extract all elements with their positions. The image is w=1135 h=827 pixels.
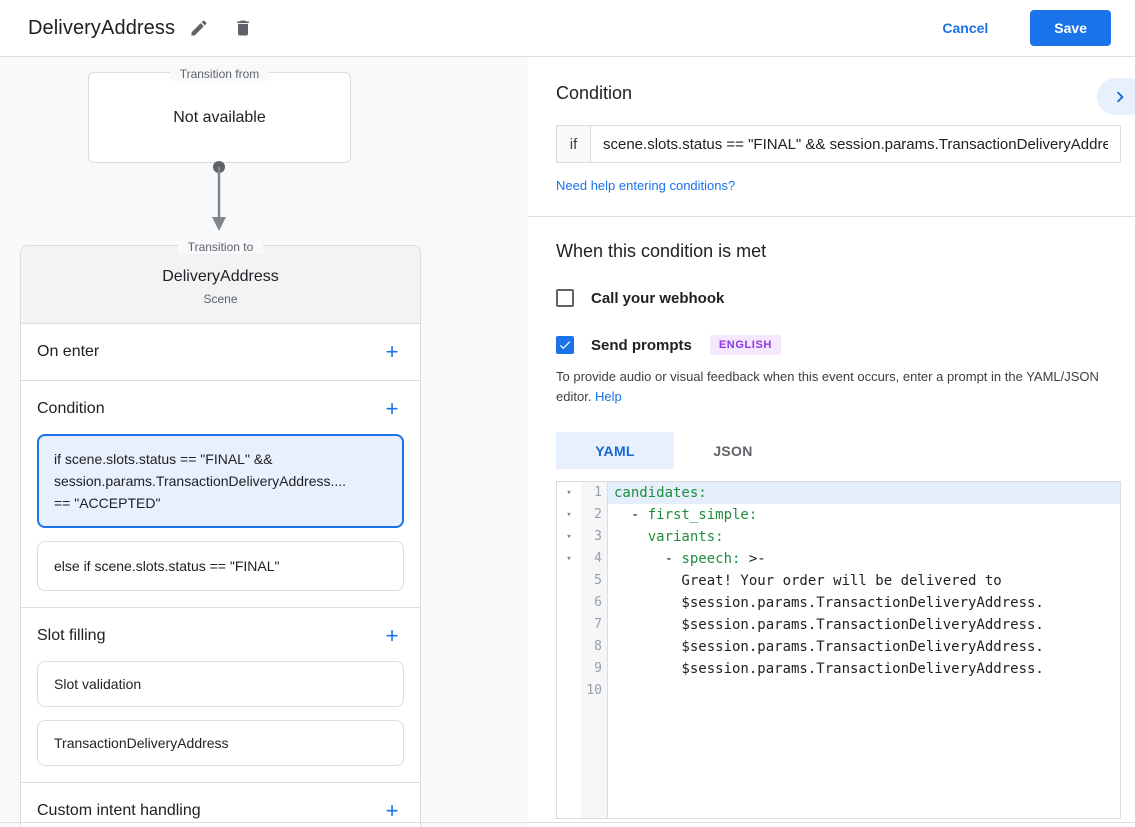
slot-card[interactable]: Slot validation — [37, 661, 404, 707]
add-custom-intent-button[interactable]: + — [380, 799, 404, 823]
condition-card[interactable]: else if scene.slots.status == "FINAL" — [37, 541, 404, 591]
fold-arrow-icon[interactable]: ▾ — [566, 554, 572, 564]
fold-gutter-cell — [557, 614, 581, 636]
code-line[interactable]: $session.params.TransactionDeliveryAddre… — [614, 595, 1044, 611]
line-number: 8 — [594, 639, 602, 654]
condition-expression-input[interactable] — [590, 125, 1121, 163]
scene-name: DeliveryAddress — [162, 268, 279, 285]
scene-subtitle: Scene — [203, 292, 238, 306]
line-number: 7 — [594, 617, 602, 632]
line-number: 3 — [594, 529, 602, 544]
trash-icon — [233, 18, 253, 38]
condition-section-label: Condition — [37, 400, 105, 417]
editor-fold-gutter[interactable]: ▾ ▾ ▾ ▾ — [557, 482, 581, 818]
send-prompts-checkbox[interactable] — [556, 336, 574, 354]
pencil-icon — [189, 18, 209, 38]
when-met-heading: When this condition is met — [556, 241, 767, 261]
code-line[interactable]: Great! Your order will be delivered to — [614, 573, 1002, 589]
prompts-description: To provide audio or visual feedback when… — [556, 369, 1099, 404]
code-line[interactable]: variants: — [647, 529, 724, 545]
add-on-enter-button[interactable]: + — [380, 340, 404, 364]
if-label: if — [556, 125, 590, 163]
page-title: DeliveryAddress — [28, 16, 176, 39]
line-number: 9 — [594, 661, 602, 676]
fold-arrow-icon[interactable]: ▾ — [566, 532, 572, 542]
page-bottom-divider — [0, 822, 1135, 823]
send-prompts-label: Send prompts — [591, 336, 692, 354]
line-number: 10 — [586, 683, 602, 698]
topbar: DeliveryAddress Cancel Save — [0, 0, 1135, 57]
fold-gutter-cell — [557, 680, 581, 702]
transition-from-box: Transition from Not available — [88, 67, 351, 163]
condition-help-link[interactable]: Need help entering conditions? — [556, 178, 736, 193]
webhook-row: Call your webhook — [556, 289, 1121, 307]
fold-gutter-cell — [557, 592, 581, 614]
section-divider — [528, 216, 1135, 217]
webhook-label: Call your webhook — [591, 289, 725, 307]
webhook-checkbox[interactable] — [556, 289, 574, 307]
line-number: 6 — [594, 595, 602, 610]
cancel-button[interactable]: Cancel — [926, 12, 1004, 44]
transition-from-value: Not available — [173, 108, 266, 126]
scene-header[interactable]: DeliveryAddress Scene — [21, 246, 420, 324]
line-number: 2 — [594, 507, 602, 522]
help-link[interactable]: Help — [595, 389, 622, 404]
code-line[interactable] — [608, 680, 1120, 702]
check-icon — [558, 338, 572, 352]
code-line[interactable]: - speech: >- — [614, 551, 766, 567]
flow-panel: Transition from Not available Transition… — [0, 57, 528, 827]
language-badge: ENGLISH — [709, 335, 781, 355]
fold-gutter-cell — [557, 636, 581, 658]
condition-card[interactable]: if scene.slots.status == "FINAL" &&sessi… — [37, 434, 404, 528]
add-condition-button[interactable]: + — [380, 397, 404, 421]
slot-card[interactable]: TransactionDeliveryAddress — [37, 720, 404, 766]
collapse-panel-button[interactable] — [1097, 78, 1135, 115]
edit-title-button[interactable] — [179, 8, 219, 48]
slot-filling-label: Slot filling — [37, 627, 106, 644]
line-number: 1 — [594, 485, 602, 500]
tab-json[interactable]: JSON — [674, 432, 792, 469]
condition-detail-panel: Condition if Need help entering conditio… — [528, 57, 1135, 827]
tab-yaml[interactable]: YAML — [556, 432, 674, 469]
on-enter-section: On enter + — [21, 324, 420, 381]
code-line[interactable]: $session.params.TransactionDeliveryAddre… — [614, 639, 1044, 655]
code-line[interactable]: $session.params.TransactionDeliveryAddre… — [614, 661, 1044, 677]
delete-scene-button[interactable] — [223, 8, 263, 48]
yaml-editor[interactable]: ▾ ▾ ▾ ▾ 1 2 3 4 5 6 7 8 9 10 candidates: - first_sim… — [556, 481, 1121, 819]
fold-gutter-cell — [557, 570, 581, 592]
save-button[interactable]: Save — [1030, 10, 1111, 46]
add-slot-button[interactable]: + — [380, 624, 404, 648]
condition-section: Condition + if scene.slots.status == "FI… — [21, 381, 420, 608]
fold-arrow-icon[interactable]: ▾ — [566, 488, 572, 498]
condition-expression-row: if — [556, 125, 1121, 163]
fold-gutter-cell — [557, 658, 581, 680]
editor-code-area[interactable]: candidates: - first_simple: variants: - … — [608, 482, 1120, 818]
condition-cards: if scene.slots.status == "FINAL" &&sessi… — [37, 434, 404, 591]
custom-intent-label: Custom intent handling — [37, 802, 201, 819]
line-number: 5 — [594, 573, 602, 588]
editor-line-numbers: 1 2 3 4 5 6 7 8 9 10 — [581, 482, 608, 818]
code-line[interactable]: - first_simple: — [614, 507, 758, 523]
condition-heading: Condition — [556, 83, 633, 103]
chevron-right-icon — [1109, 86, 1131, 108]
code-line[interactable]: $session.params.TransactionDeliveryAddre… — [614, 617, 1044, 633]
flow-arrow-icon — [203, 157, 235, 238]
content: Transition from Not available Transition… — [0, 57, 1135, 827]
transition-to-card: Transition to DeliveryAddress Scene On e… — [20, 240, 421, 827]
fold-arrow-icon[interactable]: ▾ — [566, 510, 572, 520]
on-enter-label: On enter — [37, 343, 100, 360]
custom-intent-section: Custom intent handling + — [21, 783, 420, 827]
code-line[interactable]: candidates: — [608, 482, 1120, 504]
line-number: 4 — [594, 551, 602, 566]
send-prompts-row: Send prompts ENGLISH — [556, 335, 1121, 355]
